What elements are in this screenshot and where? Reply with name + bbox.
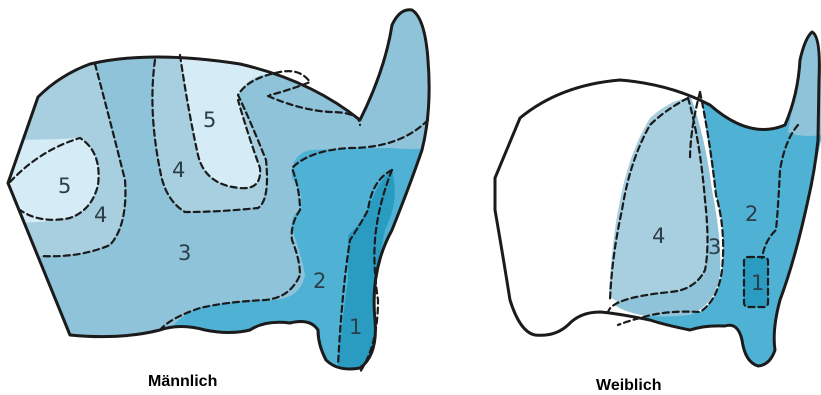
female-zone-label-3: 3 [708, 235, 721, 259]
male-zone-label-1: 1 [349, 315, 362, 339]
female-zone-label-2: 2 [745, 202, 758, 226]
male-zone-label-3: 3 [178, 241, 191, 265]
male-zone-label-2: 2 [313, 269, 326, 293]
female-caption: Weiblich [596, 377, 662, 395]
male-diagram: 5 4 5 4 3 2 1 [0, 0, 440, 395]
male-zone-label-5-top: 5 [203, 108, 216, 132]
female-zone-label-1: 1 [751, 271, 764, 295]
male-zone-label-4-top: 4 [172, 158, 185, 182]
male-zone-label-4-left: 4 [94, 203, 107, 227]
male-zone-label-5-left: 5 [58, 174, 71, 198]
male-caption: Männlich [148, 373, 217, 391]
female-diagram: 4 3 2 1 [480, 0, 821, 395]
female-zone-label-4: 4 [652, 224, 665, 248]
female-zone-3-tail-region [788, 0, 821, 136]
